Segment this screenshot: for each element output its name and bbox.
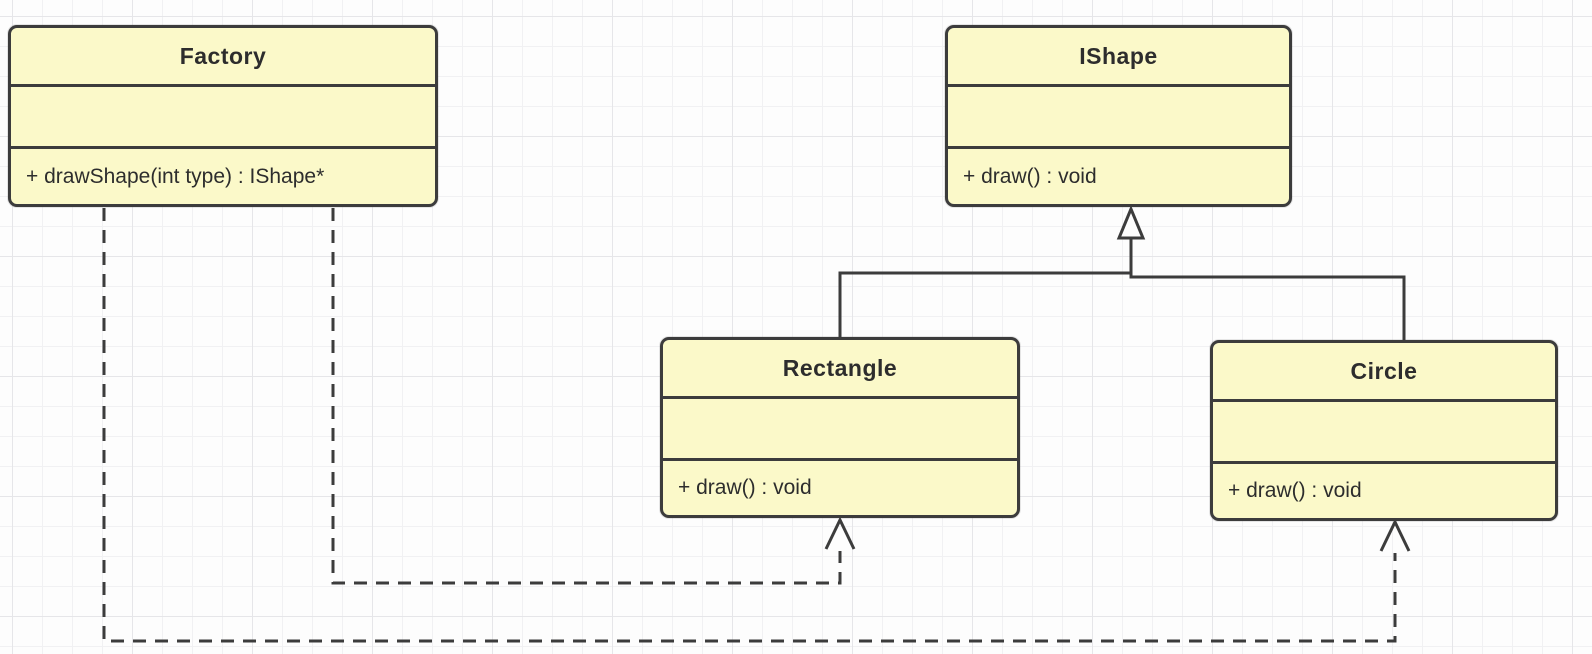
hollow-triangle-arrowhead-ishape [1116,205,1146,240]
class-rectangle[interactable]: Rectangle + draw() : void [660,337,1020,518]
class-circle-attributes-section [1213,402,1555,464]
class-factory-method: + drawShape(int type) : IShape* [26,164,325,188]
open-arrowhead-circle [1379,518,1411,552]
class-rectangle-name: Rectangle [663,340,1017,399]
dependency-line-circle[interactable] [102,208,1397,643]
dependency-line-rectangle[interactable] [331,208,842,585]
class-rectangle-method: + draw() : void [678,476,812,499]
class-ishape-name: IShape [948,28,1289,87]
inheritance-rectangle-to-ishape[interactable] [838,205,1146,338]
inheritance-circle-to-ishape[interactable] [1129,272,1406,342]
inheritance-line-circle[interactable] [1129,272,1406,342]
class-rectangle-attributes-section [663,399,1017,461]
class-ishape-method: + draw() : void [963,164,1097,188]
class-ishape[interactable]: IShape + draw() : void [945,25,1292,207]
open-arrowhead-rectangle [824,516,856,550]
dependency-factory-to-circle[interactable] [102,208,1411,643]
inheritance-line-rectangle[interactable] [838,238,1133,338]
class-factory-name: Factory [11,28,435,87]
class-factory-attributes-section [11,87,435,149]
class-circle-name: Circle [1213,343,1555,402]
class-factory[interactable]: Factory + drawShape(int type) : IShape* [8,25,438,207]
class-ishape-attributes-section [948,87,1289,149]
class-circle-method: + draw() : void [1228,479,1362,502]
class-circle[interactable]: Circle + draw() : void [1210,340,1558,521]
dependency-factory-to-rectangle[interactable] [331,208,856,585]
